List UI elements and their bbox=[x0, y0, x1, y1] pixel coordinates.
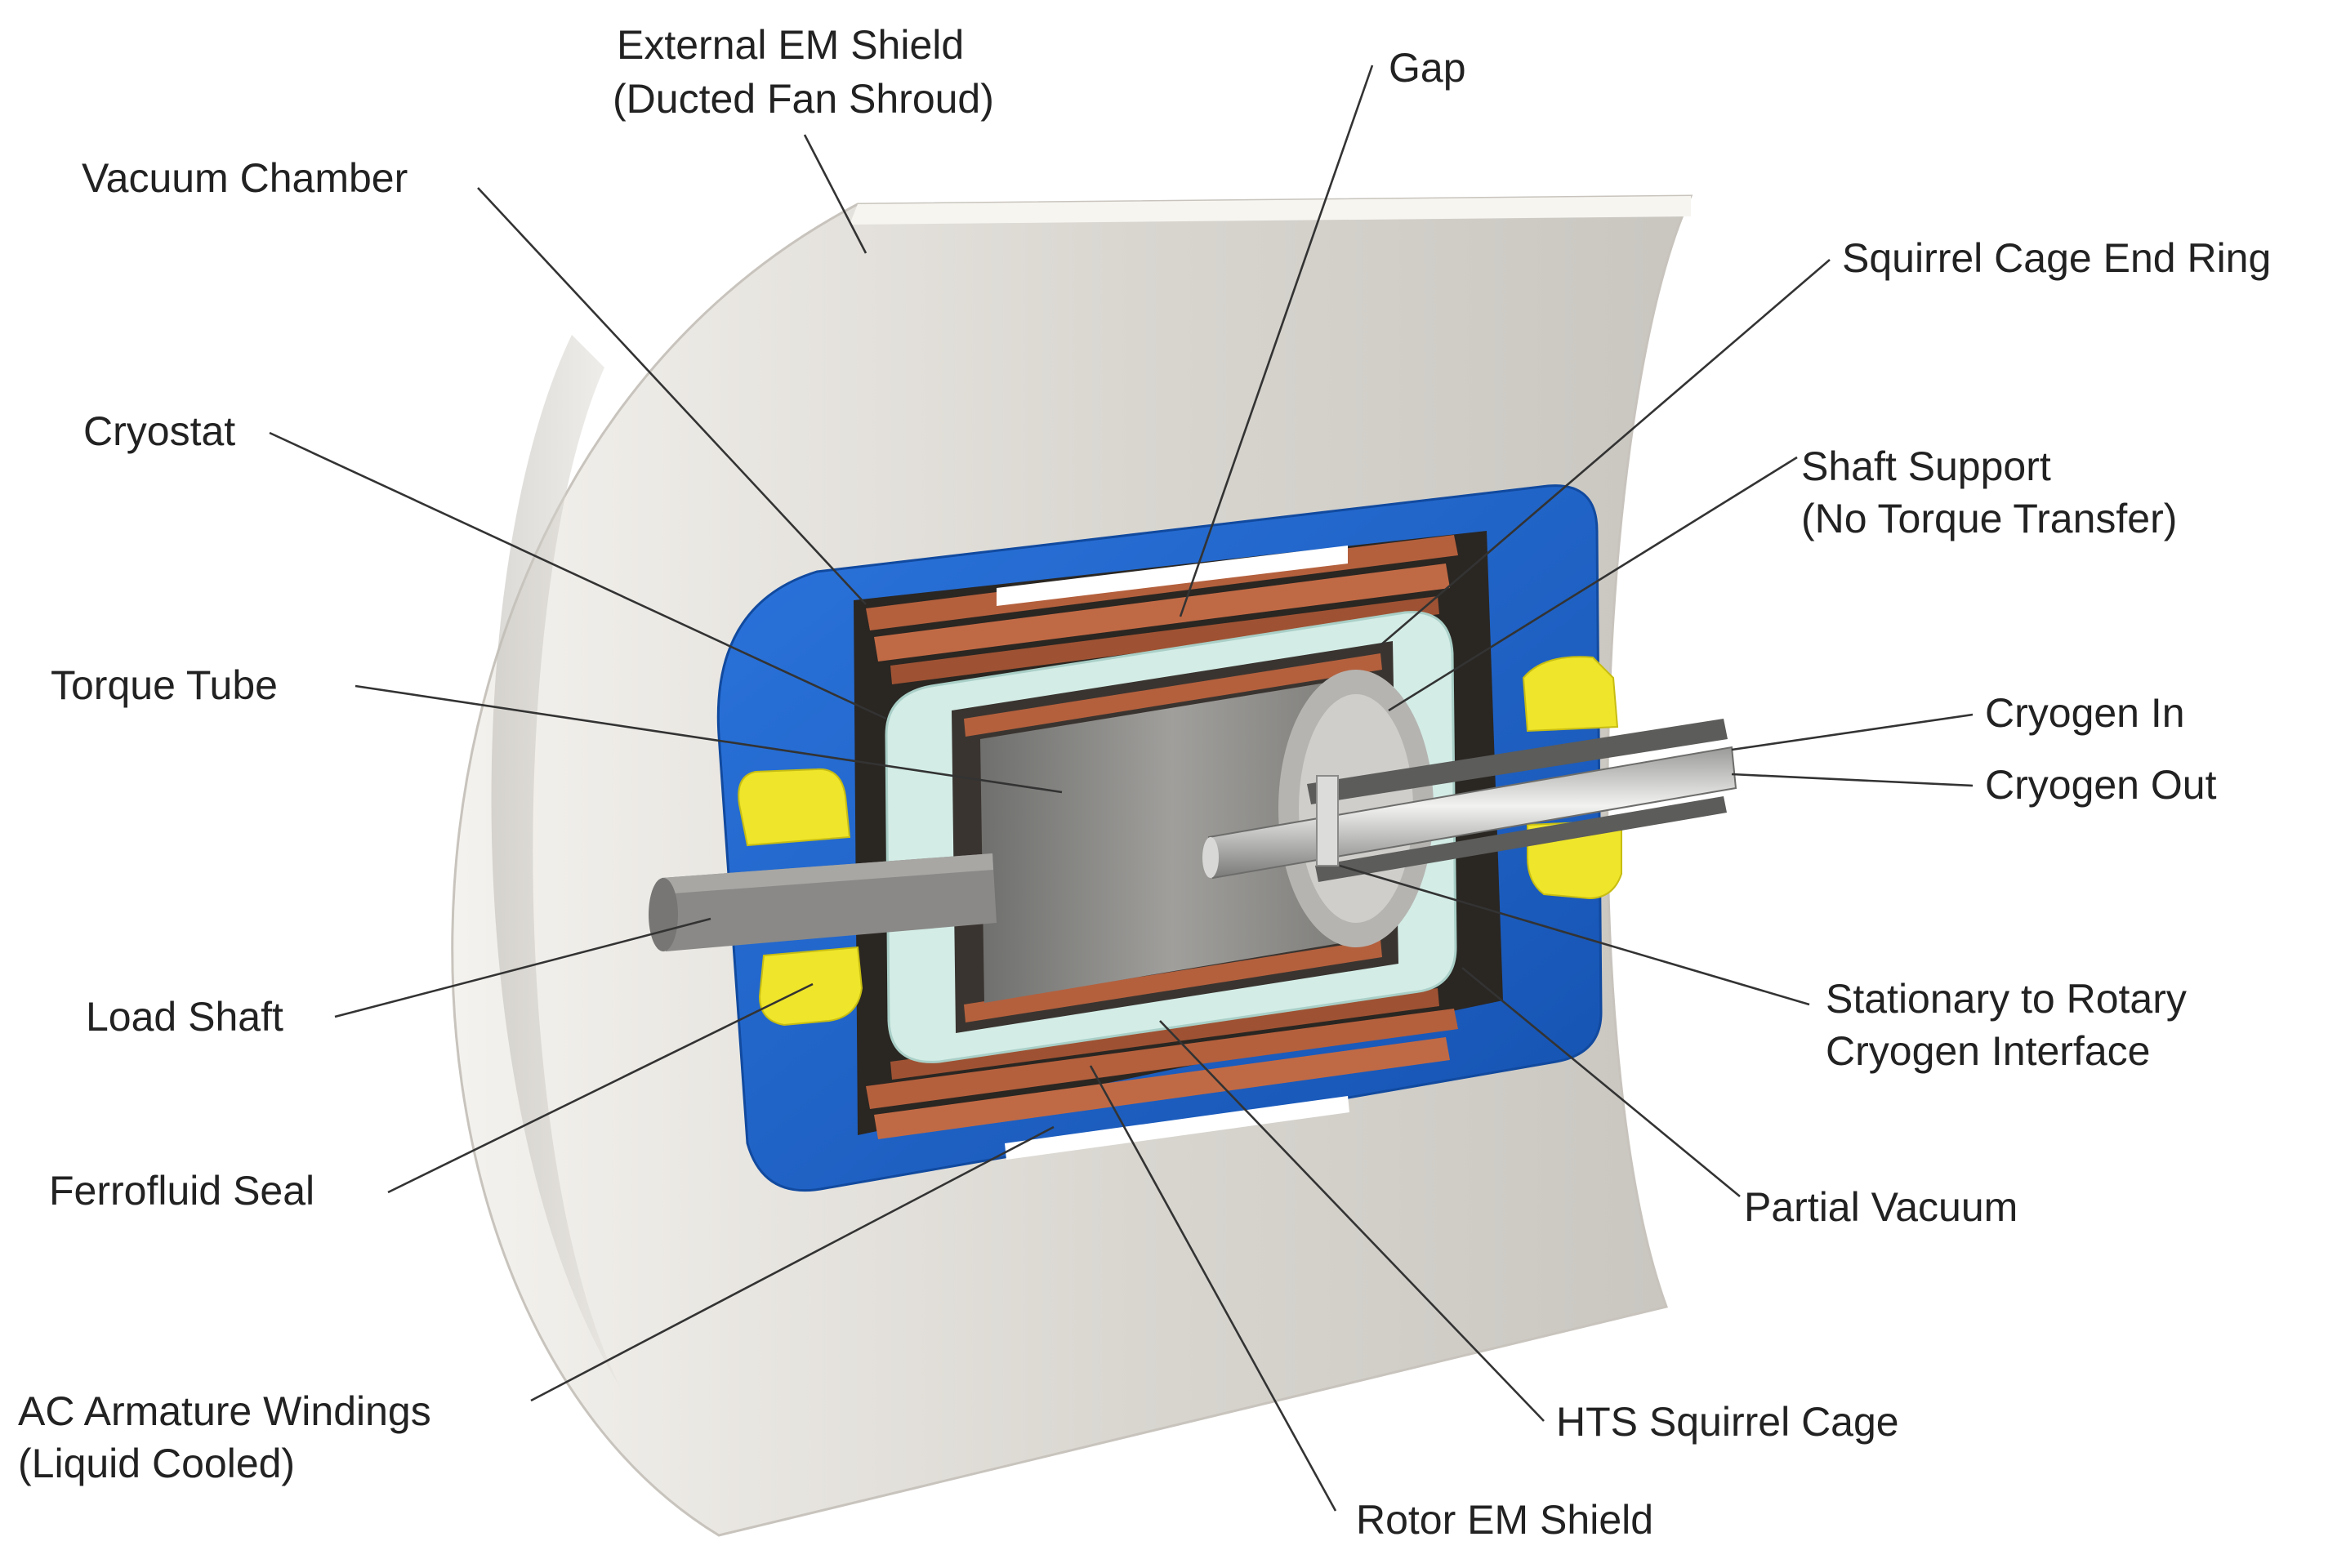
stator-windings-top bbox=[866, 535, 1458, 684]
label-shaft-support: Shaft Support (No Torque Transfer) bbox=[1801, 443, 2177, 541]
label-external-em-shield: External EM Shield (Ducted Fan Shroud) bbox=[613, 22, 994, 122]
ferrofluid-seals bbox=[738, 656, 1622, 1027]
leader-rotor-em-shield bbox=[1089, 1065, 1337, 1512]
leader-partial-vacuum bbox=[1461, 966, 1741, 1198]
leader-shaft-support bbox=[1388, 456, 1798, 712]
label-hts-squirrel-cage: HTS Squirrel Cage bbox=[1556, 1399, 1899, 1445]
leader-gap bbox=[1179, 65, 1374, 617]
label-squirrel-cage-end-ring: Squirrel Cage End Ring bbox=[1842, 235, 2271, 281]
leader-ac-armature-windings bbox=[530, 1125, 1055, 1402]
stator-windings-bottom bbox=[866, 988, 1458, 1160]
label-vacuum-chamber: Vacuum Chamber bbox=[82, 155, 408, 201]
label-cryogen-in: Cryogen In bbox=[1985, 690, 2185, 736]
labels: External EM Shield (Ducted Fan Shroud) G… bbox=[18, 22, 2271, 1543]
label-rotor-em-shield: Rotor EM Shield bbox=[1356, 1497, 1653, 1543]
leader-cryogen-in bbox=[1731, 713, 1974, 751]
leader-lines bbox=[269, 65, 1974, 1512]
label-gap: Gap bbox=[1389, 45, 1466, 91]
leader-cryogen-out bbox=[1731, 773, 1974, 787]
leader-squirrel-cage-end-ring bbox=[1380, 259, 1831, 646]
rotor-em-shield bbox=[980, 670, 1434, 1003]
leader-vacuum-chamber bbox=[477, 187, 867, 605]
label-cryostat: Cryostat bbox=[83, 408, 235, 454]
label-load-shaft: Load Shaft bbox=[86, 994, 283, 1040]
label-stationary-to-rotary: Stationary to Rotary Cryogen Interface bbox=[1826, 976, 2198, 1074]
label-partial-vacuum: Partial Vacuum bbox=[1744, 1184, 2018, 1230]
leader-external-em-shield bbox=[803, 134, 867, 254]
leader-load-shaft bbox=[334, 917, 711, 1018]
label-ac-armature-windings: AC Armature Windings (Liquid Cooled) bbox=[18, 1388, 443, 1486]
hts-squirrel-cage bbox=[964, 653, 1382, 1022]
label-cryogen-out: Cryogen Out bbox=[1985, 762, 2217, 808]
label-torque-tube: Torque Tube bbox=[51, 662, 278, 708]
leader-torque-tube bbox=[355, 684, 1063, 794]
leader-stationary-to-rotary bbox=[1339, 864, 1810, 1006]
leader-hts-squirrel-cage bbox=[1159, 1020, 1545, 1422]
leader-cryostat bbox=[269, 431, 887, 720]
leader-ferrofluid-seal bbox=[387, 982, 814, 1194]
cryogen-pipes bbox=[1202, 719, 1737, 882]
label-ferrofluid-seal: Ferrofluid Seal bbox=[49, 1168, 314, 1214]
